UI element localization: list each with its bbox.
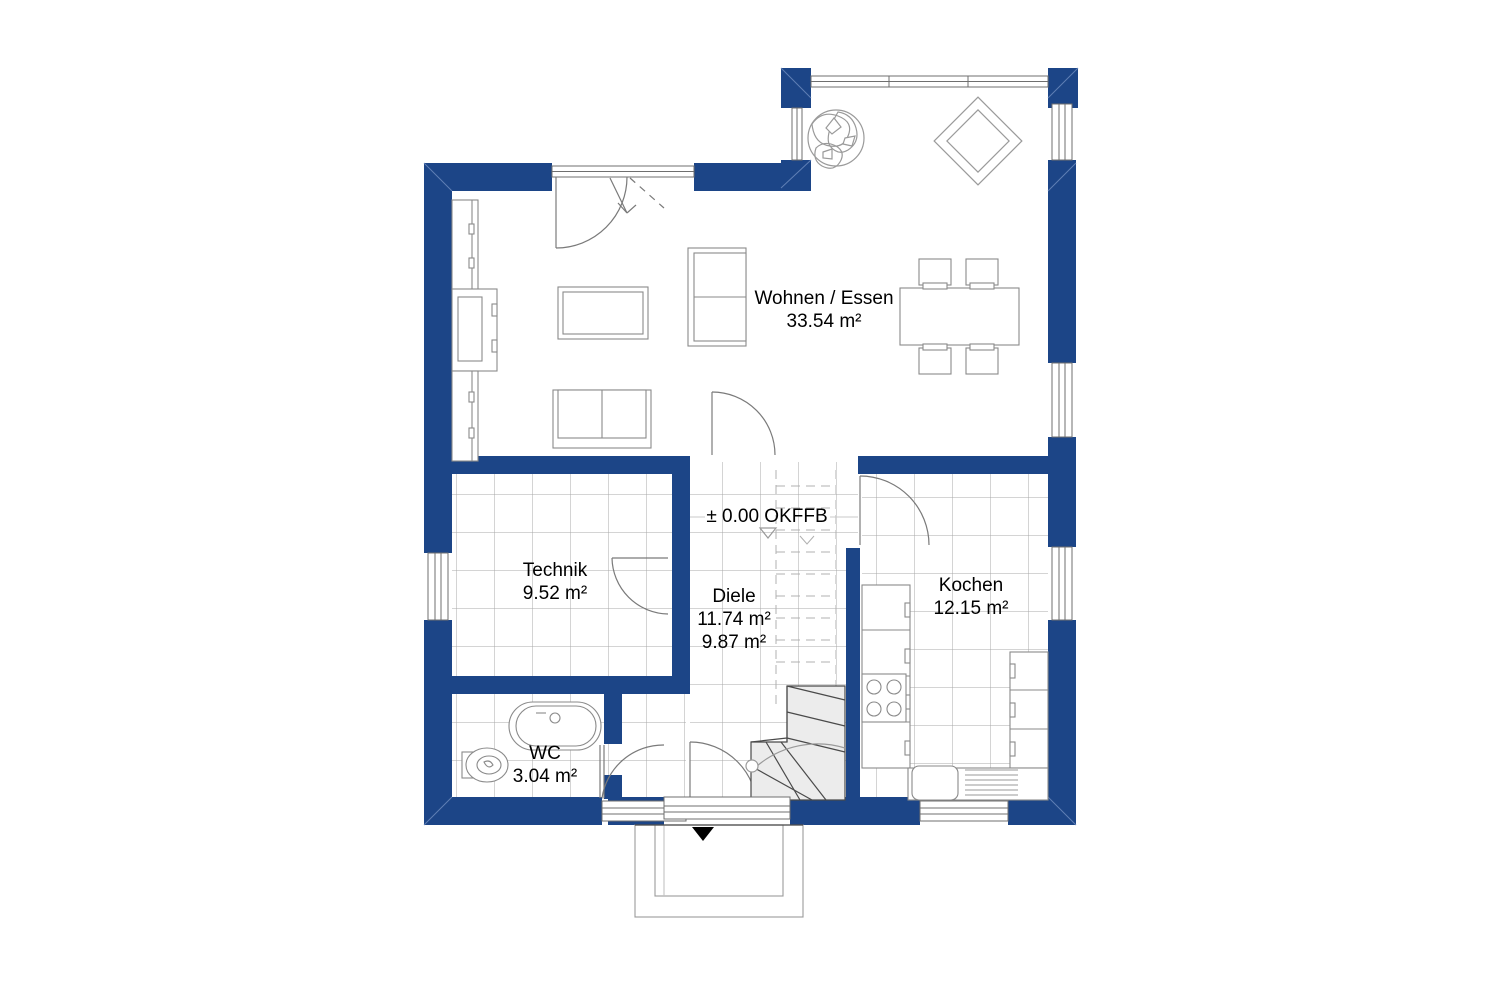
chair	[965, 347, 999, 375]
sideboard	[451, 288, 498, 372]
media-shelf-upper	[451, 199, 479, 291]
terrace-table-icon	[933, 96, 1023, 186]
wall-corner-hairlines	[423, 67, 1079, 826]
drainboard-icon	[965, 769, 1018, 796]
kitchen-fixtures	[861, 584, 1049, 801]
wall-bottom-left	[424, 797, 602, 825]
wall-interior-horizontal-right	[858, 456, 1048, 474]
wall-interior-horizontal-left	[452, 456, 684, 474]
wall-right-seg-3	[1048, 620, 1076, 825]
wall-interior-technik-bottom	[452, 676, 690, 694]
wall-bottom-right-b	[1008, 797, 1076, 825]
window-living-sliding-door	[551, 165, 695, 178]
terrace-furniture	[807, 96, 1023, 186]
stair-handrail	[745, 743, 846, 773]
coffee-table	[557, 286, 649, 340]
wc-fixtures	[461, 701, 602, 783]
door-living-diele	[711, 391, 776, 456]
sofa	[552, 389, 652, 449]
door-kochen	[859, 475, 930, 546]
dining-table	[899, 287, 1020, 346]
stair-upper-run	[775, 470, 837, 710]
chair	[918, 347, 952, 375]
window-right-terrace-side	[1051, 103, 1073, 161]
kitchen-counter-bottom	[907, 765, 1049, 801]
sink-icon	[911, 765, 959, 801]
wall-right-seg-2	[1048, 437, 1076, 547]
wall-right-seg-1	[1048, 188, 1076, 363]
level-marker-triangle	[758, 527, 778, 539]
chair	[918, 258, 952, 286]
wall-interior-wc-right-upper	[604, 694, 622, 744]
stove-icon	[861, 673, 907, 723]
door-wc	[599, 744, 665, 799]
armchair	[687, 247, 747, 347]
entrance-direction-arrow	[692, 827, 714, 841]
wall-terrace-top-right-pier	[1048, 68, 1078, 108]
media-shelf-lower	[451, 370, 479, 462]
wall-right-top-pier	[1048, 160, 1076, 188]
wall-interior-kitchen-left	[846, 548, 860, 800]
staircase	[745, 470, 846, 801]
washbasin-icon	[508, 701, 602, 751]
wall-left-window-lower	[424, 620, 452, 825]
wall-interior-wc-right-lower	[604, 775, 622, 799]
walls	[424, 68, 1078, 825]
stair-treads	[750, 685, 846, 801]
window-left-technik	[427, 552, 449, 621]
window-terrace-rail	[810, 75, 1049, 88]
wall-left-upper	[424, 163, 452, 553]
wall-interior-technik-right	[672, 456, 690, 690]
dining-chairs	[918, 258, 999, 375]
window-right-living	[1051, 362, 1073, 438]
window-terrace-left	[791, 107, 803, 161]
door-technik	[611, 557, 669, 615]
entrance-door	[635, 796, 803, 841]
toilet-icon	[461, 747, 509, 783]
wall-top-right-segment	[694, 163, 811, 191]
wall-terrace-top-left-pier	[781, 68, 811, 108]
living-room-furniture	[451, 199, 1020, 462]
door-living-terrace	[555, 176, 665, 249]
chair	[965, 258, 999, 286]
window-right-kitchen	[1051, 546, 1073, 621]
floor-tiles	[438, 462, 1048, 818]
doors	[555, 176, 930, 810]
stair-cut-marker	[799, 535, 815, 545]
kitchen-counter-right	[1009, 651, 1049, 769]
entrance-porch	[634, 824, 804, 918]
wall-bottom-right-a	[790, 797, 920, 825]
potted-plant-icon	[807, 109, 865, 169]
window-bottom-kitchen	[919, 800, 1009, 822]
